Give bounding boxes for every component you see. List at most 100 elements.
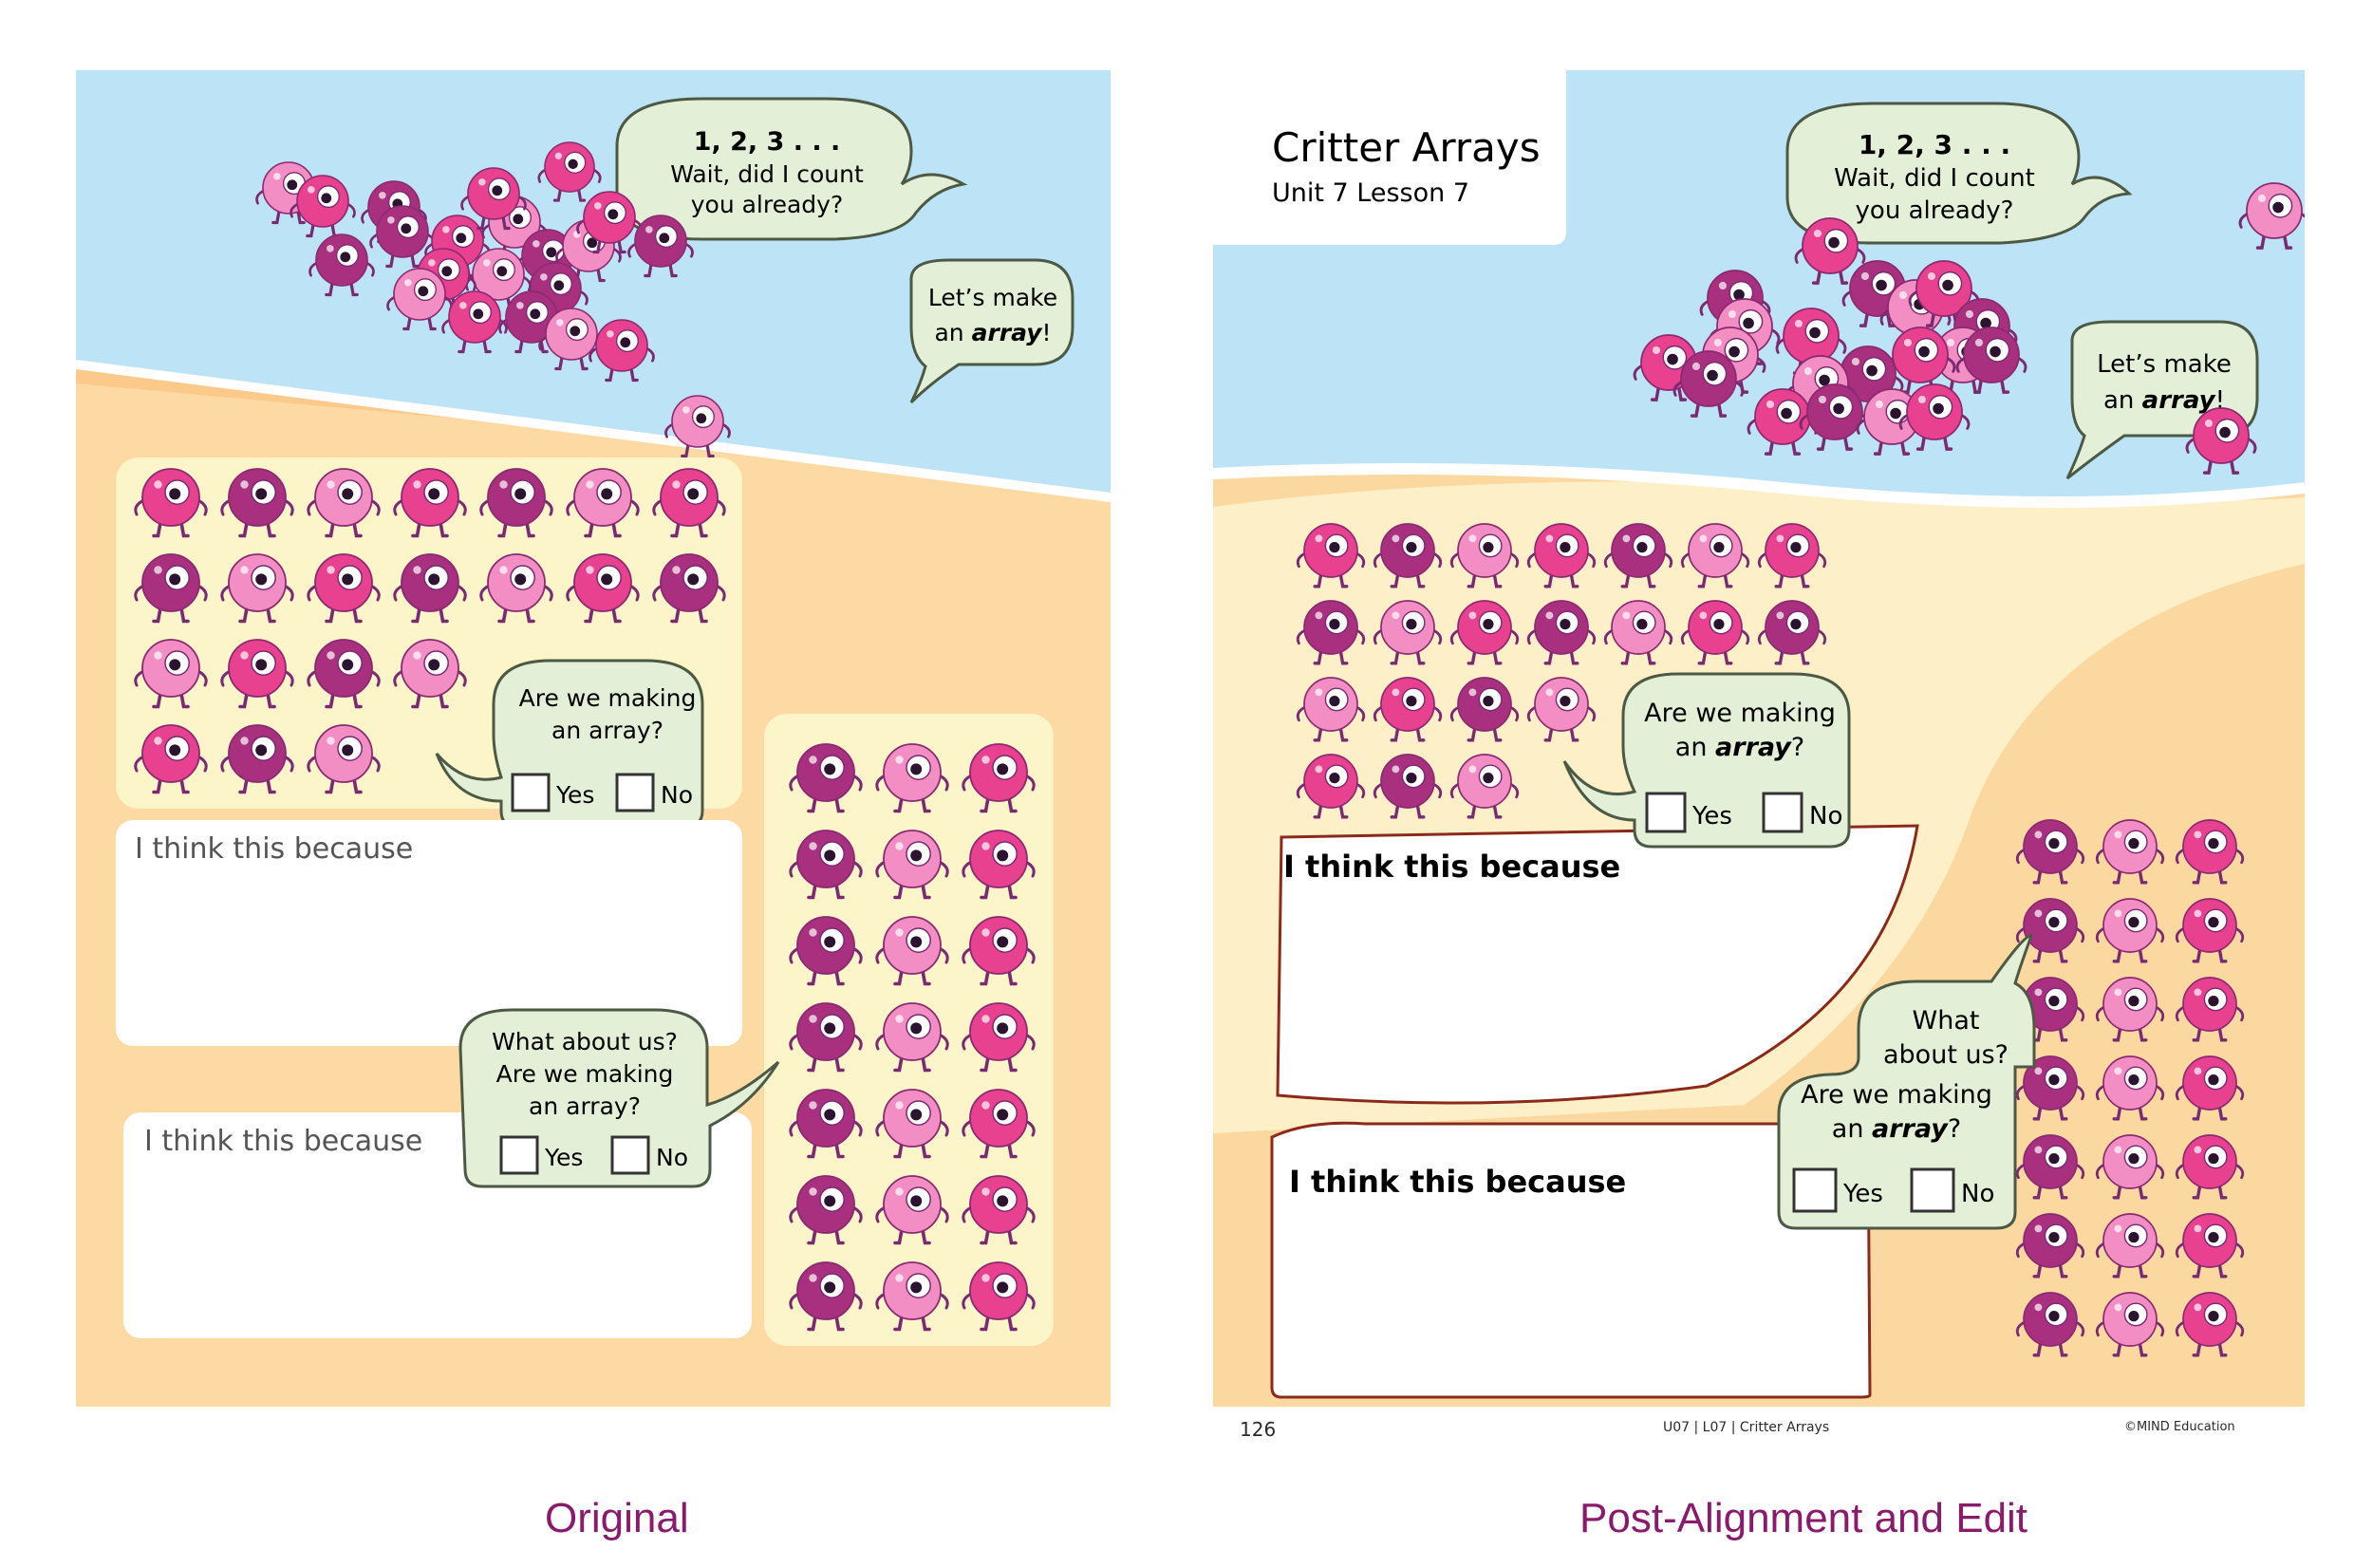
critter-icon — [1757, 600, 1827, 665]
think-label-1: I think this because — [1283, 849, 1620, 885]
question1-line-2: an array? — [1675, 733, 1804, 762]
critter-icon — [2095, 819, 2165, 885]
critter-icon — [2185, 407, 2257, 475]
critter-icon — [538, 308, 605, 371]
original-worksheet: 1, 2, 3 . . . Wait, did I count you alre… — [76, 70, 1111, 1407]
critter-icon — [962, 1175, 1036, 1245]
critter-icon — [2015, 1055, 2085, 1121]
critter-icon — [875, 743, 949, 813]
critter-icon — [962, 743, 1036, 813]
critter-icon — [386, 268, 453, 331]
no-checkbox-1[interactable] — [1762, 792, 1803, 833]
critter-icon — [789, 1002, 863, 1073]
question2-line-1: What about us? — [492, 1028, 678, 1055]
critter-icon — [1908, 260, 1980, 327]
critter-array-7-by-3 — [789, 743, 1036, 1332]
critter-icon — [134, 468, 208, 538]
critter-icon — [1747, 388, 1819, 456]
critter-icon — [1296, 754, 1366, 819]
answer-box-1[interactable] — [1276, 824, 1919, 1105]
lesson-title: Critter Arrays — [1272, 124, 1541, 171]
no-checkbox-1[interactable] — [615, 773, 655, 812]
speech-array-line-1: Let’s make — [928, 284, 1057, 311]
critter-icon — [1373, 523, 1443, 588]
answer-box-2[interactable] — [1270, 1121, 1872, 1399]
critter-icon — [962, 830, 1036, 900]
critter-icon — [875, 1261, 949, 1332]
critter-icon — [1680, 523, 1750, 588]
critter-icon — [134, 553, 208, 624]
yes-checkbox-1[interactable] — [511, 773, 551, 812]
critter-icon — [1449, 523, 1520, 588]
critter-icon — [664, 395, 731, 458]
yes-label-1: Yes — [1691, 802, 1732, 831]
critter-icon — [1603, 600, 1673, 665]
no-checkbox-2[interactable] — [1910, 1167, 1955, 1213]
critter-icon — [589, 319, 655, 383]
question-bubble-1: Are we making an array? Yes No — [1562, 672, 1851, 849]
yes-checkbox-2[interactable] — [499, 1135, 539, 1175]
critter-icon — [627, 215, 694, 278]
question2-line-4: an array? — [1832, 1114, 1961, 1144]
critter-icon — [1373, 677, 1443, 742]
critter-icon — [1449, 754, 1520, 819]
critter-icon — [2175, 977, 2245, 1042]
speech-count-line-3: you already? — [691, 191, 844, 218]
critter-icon — [460, 167, 527, 231]
critter-icon — [2015, 898, 2085, 963]
critter-icon — [875, 830, 949, 900]
critter-icon — [307, 553, 381, 624]
lesson-subtitle: Unit 7 Lesson 7 — [1272, 178, 1469, 208]
critter-icon — [652, 468, 726, 538]
speech-count-line-2: Wait, did I count — [1834, 164, 2035, 193]
yes-checkbox-2[interactable] — [1792, 1167, 1838, 1213]
critter-icon — [2015, 1213, 2085, 1279]
page-number: 126 — [1240, 1418, 1277, 1441]
no-label-2: No — [656, 1144, 688, 1171]
critter-icon — [789, 1175, 863, 1245]
critter-icon — [875, 916, 949, 986]
critter-icon — [307, 639, 381, 709]
critter-icon — [220, 639, 294, 709]
question2-line-1: What — [1913, 1006, 1980, 1036]
critter-icon — [1603, 523, 1673, 588]
edited-worksheet-canvas: Critter Arrays Unit 7 Lesson 7 1, 2, 3 .… — [1213, 70, 2305, 1407]
critter-icon — [875, 1089, 949, 1159]
critter-icon — [393, 639, 467, 709]
caption-original: Original — [545, 1495, 689, 1541]
critter-icon — [2175, 1134, 2245, 1200]
critter-icon — [789, 916, 863, 986]
speech-count-line-2: Wait, did I count — [670, 160, 864, 188]
answer-box-1[interactable] — [116, 820, 742, 1046]
critter-icon — [1373, 754, 1443, 819]
critter-icon — [2238, 182, 2305, 250]
critter-icon — [220, 724, 294, 794]
footer-lesson-info: U07 | L07 | Critter Arrays — [1663, 1420, 1830, 1435]
critter-array-7-by-3 — [2015, 819, 2245, 1357]
critter-icon — [134, 639, 208, 709]
critter-icon — [875, 1002, 949, 1073]
critter-icon — [1449, 677, 1520, 742]
critter-icon — [962, 1002, 1036, 1073]
critter-crowd — [1633, 182, 2305, 475]
yes-label-1: Yes — [555, 781, 594, 809]
critter-icon — [1296, 600, 1366, 665]
critter-icon — [1856, 388, 1928, 456]
critter-icon — [134, 724, 208, 794]
critter-icon — [875, 1175, 949, 1245]
critter-icon — [2015, 1292, 2085, 1357]
no-label-2: No — [1961, 1180, 1994, 1208]
horizon-line — [76, 360, 1111, 502]
speech-array-line-2: an array! — [2103, 386, 2225, 415]
critter-icon — [962, 916, 1036, 986]
yes-checkbox-1[interactable] — [1645, 792, 1687, 833]
critter-icon — [307, 724, 381, 794]
no-label-1: No — [661, 781, 693, 809]
no-checkbox-2[interactable] — [610, 1135, 650, 1175]
speech-array-line-1: Let’s make — [2097, 350, 2232, 379]
critter-icon — [789, 830, 863, 900]
critter-icon — [2095, 977, 2165, 1042]
question2-line-3: an array? — [529, 1092, 641, 1120]
question2-line-2: about us? — [1883, 1040, 2009, 1070]
speech-bubble-counting: 1, 2, 3 . . . Wait, did I count you alre… — [615, 97, 968, 241]
